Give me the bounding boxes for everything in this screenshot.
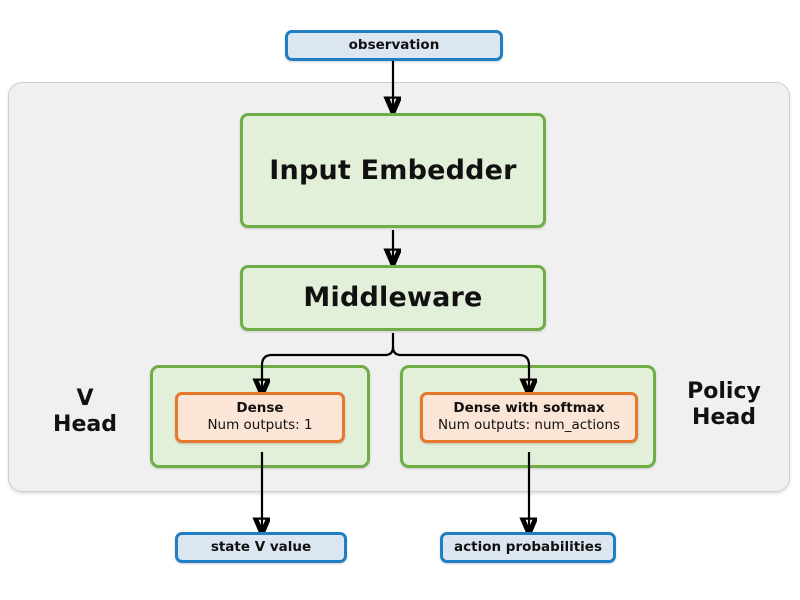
node-v-dense-subtitle: Num outputs: 1 [207, 417, 313, 433]
node-action-probabilities-label: action probabilities [454, 538, 602, 555]
node-middleware-label: Middleware [303, 282, 483, 314]
node-observation-label: observation [348, 36, 440, 53]
node-middleware[interactable]: Middleware [240, 265, 546, 331]
v-head-caption-line2: Head [53, 412, 117, 438]
policy-head-caption-line2: Head [692, 405, 756, 431]
node-policy-dense[interactable]: Dense with softmax Num outputs: num_acti… [420, 392, 638, 443]
node-observation[interactable]: observation [285, 30, 503, 61]
node-state-v-value[interactable]: state V value [175, 532, 347, 563]
node-input-embedder[interactable]: Input Embedder [240, 113, 546, 228]
v-head-caption-line1: V [76, 386, 94, 411]
node-v-dense-title: Dense [236, 400, 284, 417]
node-action-probabilities[interactable]: action probabilities [440, 532, 616, 563]
node-v-dense[interactable]: Dense Num outputs: 1 [175, 392, 345, 443]
node-state-v-value-label: state V value [210, 538, 312, 555]
node-policy-dense-subtitle: Num outputs: num_actions [437, 417, 621, 433]
v-head-caption: V Head [30, 386, 140, 439]
node-policy-dense-title: Dense with softmax [453, 400, 605, 417]
node-input-embedder-label: Input Embedder [269, 154, 517, 186]
policy-head-caption: Policy Head [664, 379, 784, 432]
policy-head-caption-line1: Policy [687, 379, 761, 404]
